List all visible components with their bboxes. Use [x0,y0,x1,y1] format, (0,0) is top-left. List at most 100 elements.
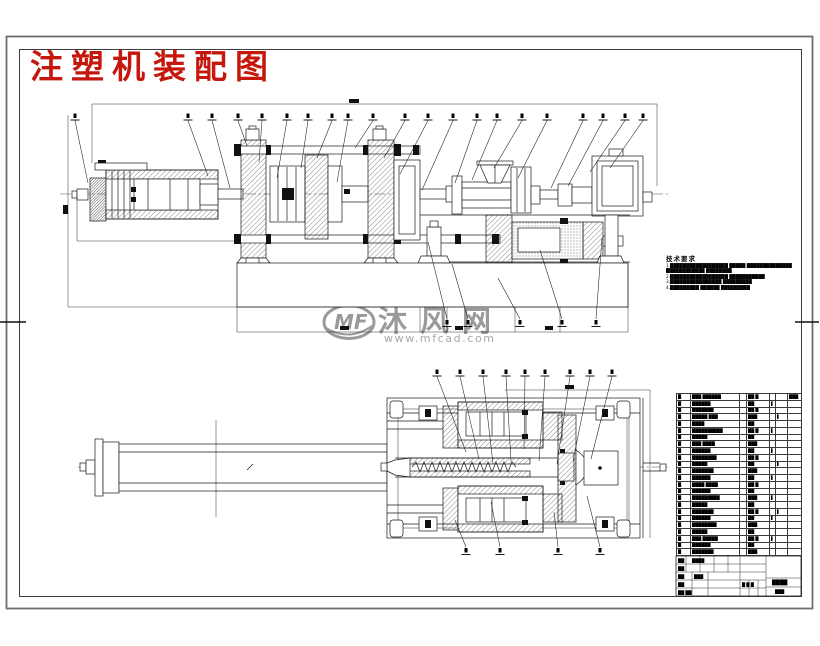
bom-cell: ██ [746,528,770,536]
bom-cell [775,433,788,442]
bom-cell: █ [676,548,691,556]
bom-cell [787,399,802,408]
bom-cell [739,413,747,421]
bom-cell [739,467,747,475]
bom-cell [787,460,802,469]
bom-row: █████████▌ [676,474,802,482]
bom-cell [787,528,802,536]
callout-mark [285,113,289,118]
bom-cell: ███ [746,440,770,448]
bom-cell [787,534,802,543]
bom-cell: ███ [746,467,770,475]
bom-row: █████████ [676,541,802,550]
callout-mark [641,113,645,118]
bom-cell [739,406,747,415]
callout-mark [538,376,546,462]
bom-cell [775,487,788,496]
bom-cell: ███ [746,413,770,421]
callout-mark [454,519,467,548]
bom-cell: ██ [746,460,770,469]
bom-cell [775,406,788,415]
bom-cell [739,528,747,536]
bom-cell: ████ [690,420,740,428]
bom-cell [739,487,747,496]
injection-cylinder-bottom [387,485,563,533]
bom-cell: █ [676,528,691,536]
callout-mark [520,113,524,118]
callout-mark [475,113,479,118]
bom-cell [775,534,788,543]
bom-cell [787,541,802,550]
callout-mark [421,120,454,191]
bom-cell: █ [676,393,691,401]
watermark: MF 沐风网 www.mfcad.com [322,296,512,350]
bom-cell: █████ [690,433,740,442]
bom-cell [739,393,747,401]
callout-mark [383,120,406,159]
bom-cell: █ [676,507,691,516]
watermark-url: www.mfcad.com [384,332,496,345]
bom-cell: ████ ████ [690,480,740,489]
callout-mark [598,548,602,553]
bom-cell: ██ █ [746,534,770,543]
bom-row: █████████████ █▌ [676,426,802,435]
callout-mark [568,369,572,374]
bom-grid: ████ ████████ █████████████▌██████████ █… [676,393,802,556]
bom-cell: ██ █ [746,453,770,462]
callout-mark [458,369,462,374]
bom-cell: ▌ [775,413,788,421]
callout-mark [518,320,522,325]
bom-cell [739,399,747,408]
callout-mark [354,120,374,149]
bom-cell [739,541,747,550]
callout-mark [539,249,563,320]
callout-mark [623,113,627,118]
bom-row: ████ ███████ [676,440,802,448]
bom-cell [787,480,802,489]
bom-cell: ██████ [690,541,740,550]
bom-cell: █████ [690,501,740,509]
motor [591,148,653,217]
bom-cell: █ [676,534,691,543]
bom-cell [787,426,802,435]
svg-text:██ ██: ██ ██ [677,590,693,595]
bom-cell [787,548,802,556]
bom-cell: ███████ [690,507,740,516]
bom-cell [739,420,747,428]
callout-mark [436,376,467,453]
clamp-cylinder-plan [79,420,388,517]
bom-cell: █ [676,399,691,408]
bom-cell [775,480,788,489]
top-view [78,385,668,539]
svg-text:MF: MF [334,310,368,334]
bom-row: ███████████ [676,548,802,556]
bom-cell: ██ [746,541,770,550]
bom-cell: ██ [746,514,770,523]
bom-cell [739,534,747,543]
clamp-cylinder [71,160,244,222]
bom-cell [739,494,747,502]
bom-cell [739,521,747,529]
bom-cell [775,548,788,556]
callout-mark [330,113,334,118]
bom-cell [739,426,747,435]
bom-cell: ██████ [690,474,740,482]
callout-mark [336,120,349,183]
callout-mark [445,320,449,325]
bom-row: ████ ████████ ████ [676,393,802,401]
bom-row: ████████▌ [676,460,802,469]
callout-mark [211,120,231,189]
bom-cell: ███████ [690,467,740,475]
bom-cell [787,494,802,502]
callout-mark [550,120,584,189]
technical-notes: 技术要求 1.██████████████████ █████ ████████… [666,255,799,290]
callout-mark [258,120,263,163]
bom-cell: █ [676,440,691,448]
callout-mark [237,120,248,147]
bom-cell [787,487,802,496]
callout-mark [504,369,508,374]
callout-mark [187,120,209,177]
callout-mark [567,120,604,187]
svg-text:████: ████ [691,558,705,563]
